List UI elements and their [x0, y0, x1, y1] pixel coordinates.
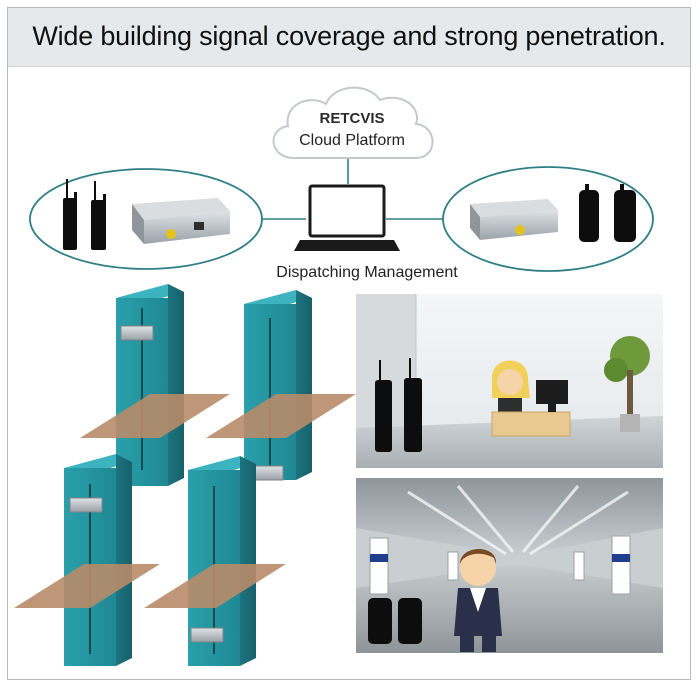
desk-icon: [491, 380, 571, 437]
building: [206, 290, 356, 481]
parking-scene: [356, 478, 663, 653]
walkie-talkie-icon: [404, 358, 422, 452]
walkie-talkie-icon: [91, 181, 106, 250]
walkie-talkie-icon: [398, 598, 422, 644]
building: [144, 456, 286, 666]
cloud-platform-label: Cloud Platform: [299, 132, 405, 149]
laptop-icon: [294, 184, 400, 251]
retevis-logo: RETCVIS: [319, 110, 384, 127]
cloud-icon: [272, 86, 434, 159]
walkie-talkie-icon: [368, 598, 392, 644]
office-scene: [356, 294, 663, 468]
repeater-icon: [132, 198, 230, 244]
walkie-talkie-icon: [375, 360, 392, 452]
title-bar: Wide building signal coverage and strong…: [8, 8, 690, 67]
repeater-icon: [69, 497, 103, 513]
plant-icon: [604, 336, 650, 432]
repeater-icon: [190, 627, 224, 643]
receptionist-icon: [491, 360, 530, 414]
page-title: Wide building signal coverage and strong…: [32, 21, 666, 51]
walkie-talkie-icon: [614, 184, 636, 242]
dispatching-management-label: Dispatching Management: [276, 264, 458, 281]
building: [80, 284, 230, 486]
building: [14, 454, 160, 666]
walkie-talkie-icon: [579, 184, 599, 242]
repeater-icon: [470, 199, 558, 240]
repeater-icon: [120, 325, 154, 341]
businessman-icon: [454, 549, 502, 652]
building-cluster: [14, 284, 356, 666]
infographic-frame: Wide building signal coverage and strong…: [7, 7, 691, 680]
diagram-canvas: RETCVIS Cloud Platform: [14, 86, 663, 666]
walkie-talkie-icon: [63, 179, 77, 250]
